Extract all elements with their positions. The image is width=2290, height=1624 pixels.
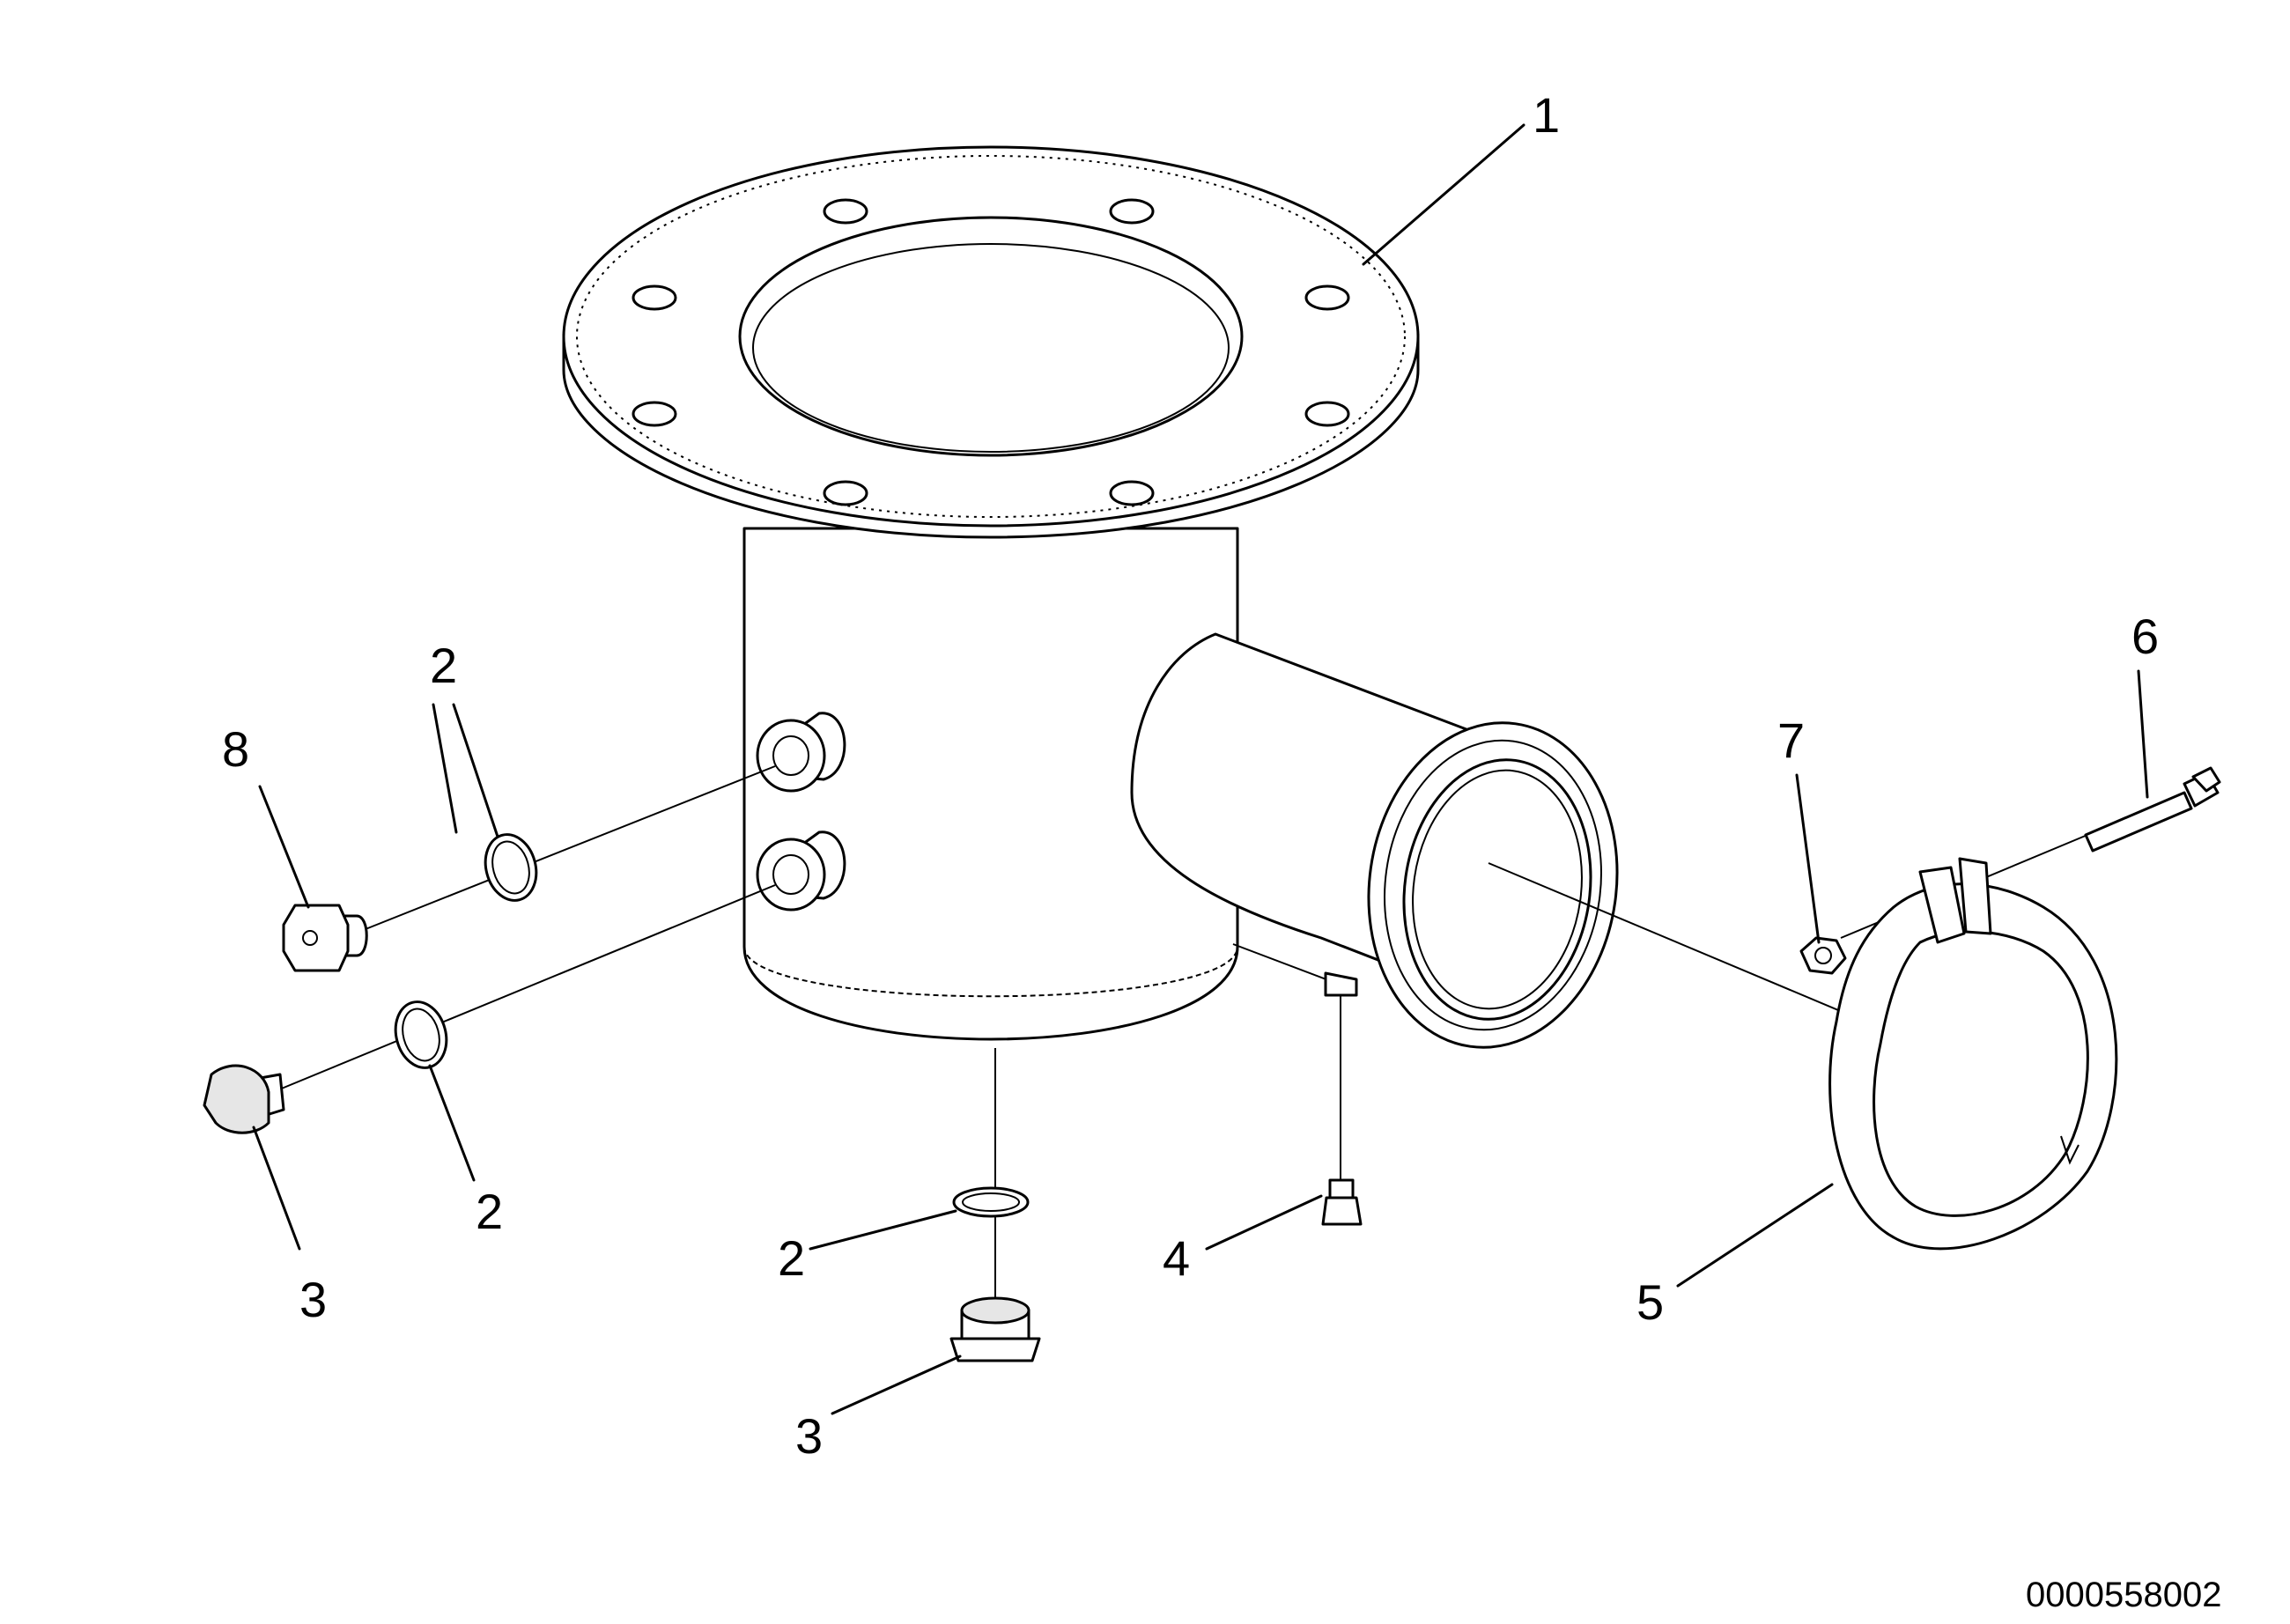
callout-8: 8: [222, 721, 249, 777]
upper-boss: [756, 712, 846, 793]
o-ring-upper-left: [484, 833, 538, 902]
assembly-lines: [272, 765, 2088, 1303]
nut-part-7: [1799, 936, 1847, 975]
bolt-hole: [1109, 198, 1155, 225]
callout-labels: 1 2 8 2 3 2 3 4 5 7 6: [222, 87, 2159, 1464]
bolt-hole: [1109, 480, 1155, 506]
callout-1: 1: [1533, 87, 1560, 143]
callout-7: 7: [1777, 712, 1805, 768]
callout-2-bottom: 2: [778, 1230, 805, 1286]
plug-part-8: [282, 904, 368, 972]
leader-lines: [252, 123, 2149, 1415]
top-flange: [562, 145, 1420, 539]
callout-4: 4: [1163, 1230, 1190, 1286]
callout-2-lower-left: 2: [476, 1184, 503, 1239]
clamp-part-5: [1828, 857, 2118, 1251]
o-ring-lower-left: [394, 1000, 448, 1069]
bolt-part-6: [2084, 766, 2221, 853]
document-number: 0000558002: [2026, 1576, 2221, 1614]
plug-part-4: [1321, 1178, 1363, 1226]
callout-2-upper-left: 2: [430, 638, 457, 693]
bolt-hole: [823, 198, 868, 225]
o-ring-bottom: [952, 1186, 1030, 1218]
bolt-hole: [1304, 401, 1350, 427]
lower-boss: [756, 830, 846, 912]
housing-part-1: [562, 145, 1619, 1049]
plug-part-3-bottom: [949, 1296, 1041, 1362]
callout-3-bottom: 3: [795, 1408, 823, 1464]
callout-3-left: 3: [299, 1272, 327, 1327]
callout-6: 6: [2131, 609, 2159, 664]
bolt-hole: [632, 284, 677, 311]
plug-part-3-left: [203, 1064, 285, 1134]
bolt-hole: [632, 401, 677, 427]
callout-5: 5: [1636, 1274, 1664, 1330]
bolt-hole: [1304, 284, 1350, 311]
bolt-hole: [823, 480, 868, 506]
